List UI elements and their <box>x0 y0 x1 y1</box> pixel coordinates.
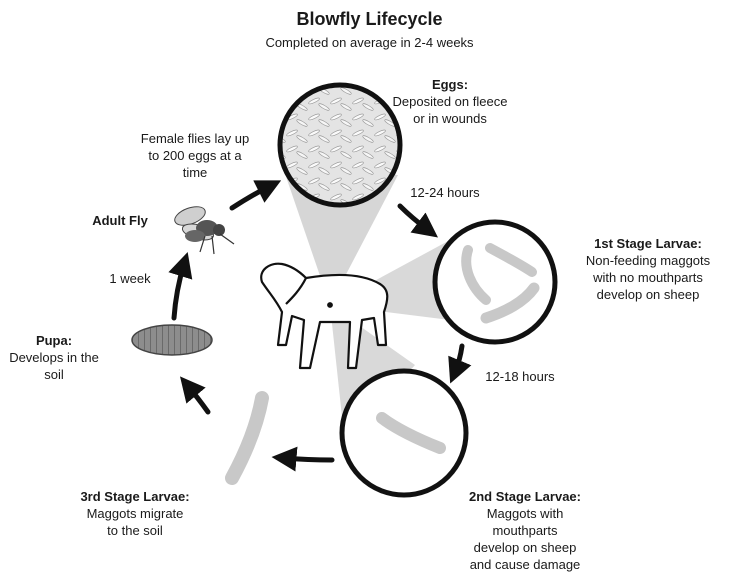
first-to-second-duration: 12-18 hours <box>470 368 570 385</box>
second-larvae-desc-line-2: mouthparts <box>440 522 610 539</box>
adult-fly-heading: Adult Fly <box>70 212 170 229</box>
arrow-second-to-third <box>284 458 332 460</box>
pupa-desc-line-1: Develops in the <box>4 349 104 366</box>
arrow-adult-to-eggs <box>232 186 270 208</box>
female-flies-line-3: time <box>120 164 270 181</box>
pupa-desc-line-2: soil <box>4 366 104 383</box>
pupa-to-adult-duration: 1 week <box>90 270 170 287</box>
first-larvae-label: 1st Stage Larvae: Non-feeding maggots wi… <box>568 235 728 303</box>
eggs-desc-line-2: or in wounds <box>380 110 520 127</box>
third-larvae-heading: 3rd Stage Larvae: <box>50 488 220 505</box>
second-larvae-desc-line-3: develop on sheep <box>440 539 610 556</box>
arrow-pupa-to-adult <box>174 264 184 318</box>
adult-fly-icon <box>172 203 234 254</box>
pupa-heading: Pupa: <box>4 332 104 349</box>
third-larvae-label: 3rd Stage Larvae: Maggots migrate to the… <box>50 488 220 539</box>
second-larvae-heading: 2nd Stage Larvae: <box>440 488 610 505</box>
pupa-icon <box>132 325 212 355</box>
first-larvae-desc-line-2: with no mouthparts <box>568 269 728 286</box>
first-larvae-circle <box>435 222 555 342</box>
arrow-eggs-to-first <box>400 206 428 230</box>
eggs-heading: Eggs: <box>380 76 520 93</box>
female-flies-line-1: Female flies lay up <box>120 130 270 147</box>
first-larvae-desc-line-1: Non-feeding maggots <box>568 252 728 269</box>
arrow-third-to-pupa <box>188 386 208 412</box>
third-larvae-desc-line-1: Maggots migrate <box>50 505 220 522</box>
eggs-label: Eggs: Deposited on fleece or in wounds <box>380 76 520 127</box>
second-larvae-desc-line-4: and cause damage <box>440 556 610 573</box>
third-larva-icon <box>232 398 262 478</box>
third-larvae-desc-line-2: to the soil <box>50 522 220 539</box>
female-flies-line-2: to 200 eggs at a <box>120 147 270 164</box>
arrow-first-to-second <box>455 346 462 372</box>
first-larvae-desc-line-3: develop on sheep <box>568 286 728 303</box>
second-larvae-circle <box>342 371 466 495</box>
second-larvae-label: 2nd Stage Larvae: Maggots with mouthpart… <box>440 488 610 573</box>
first-larvae-heading: 1st Stage Larvae: <box>568 235 728 252</box>
second-larvae-desc-line-1: Maggots with <box>440 505 610 522</box>
eggs-desc-line-1: Deposited on fleece <box>380 93 520 110</box>
female-flies-note: Female flies lay up to 200 eggs at a tim… <box>120 130 270 181</box>
eggs-to-first-duration: 12-24 hours <box>395 184 495 201</box>
pupa-label: Pupa: Develops in the soil <box>4 332 104 383</box>
